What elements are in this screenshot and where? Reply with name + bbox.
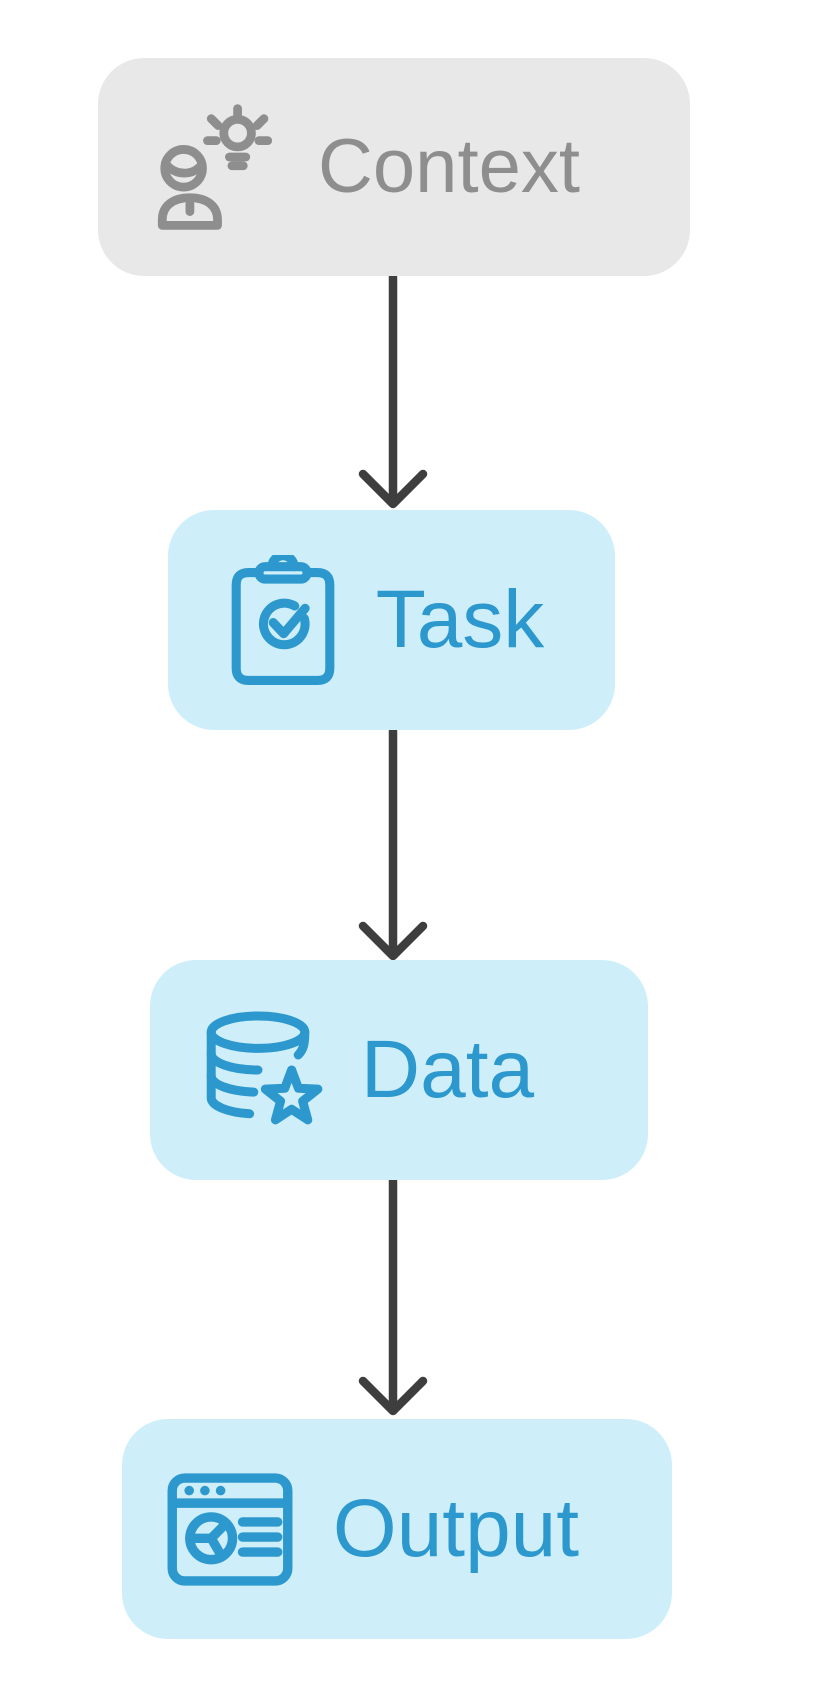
node-data: Data (150, 960, 648, 1180)
node-task: Task (168, 510, 615, 730)
person-idea-icon (157, 104, 273, 230)
node-label-output: Output (332, 1483, 580, 1574)
arrow-context-to-task (358, 272, 428, 509)
arrow-data-to-output (358, 1176, 428, 1416)
node-context: Context (98, 58, 690, 276)
database-star-icon (206, 1011, 323, 1125)
arrow-task-to-data (358, 726, 428, 961)
node-label-task: Task (375, 574, 545, 665)
node-label-data: Data (360, 1024, 535, 1115)
node-label-context: Context (318, 124, 580, 209)
browser-report-icon (167, 1472, 293, 1586)
node-output: Output (122, 1419, 672, 1639)
clipboard-check-icon (231, 555, 335, 685)
